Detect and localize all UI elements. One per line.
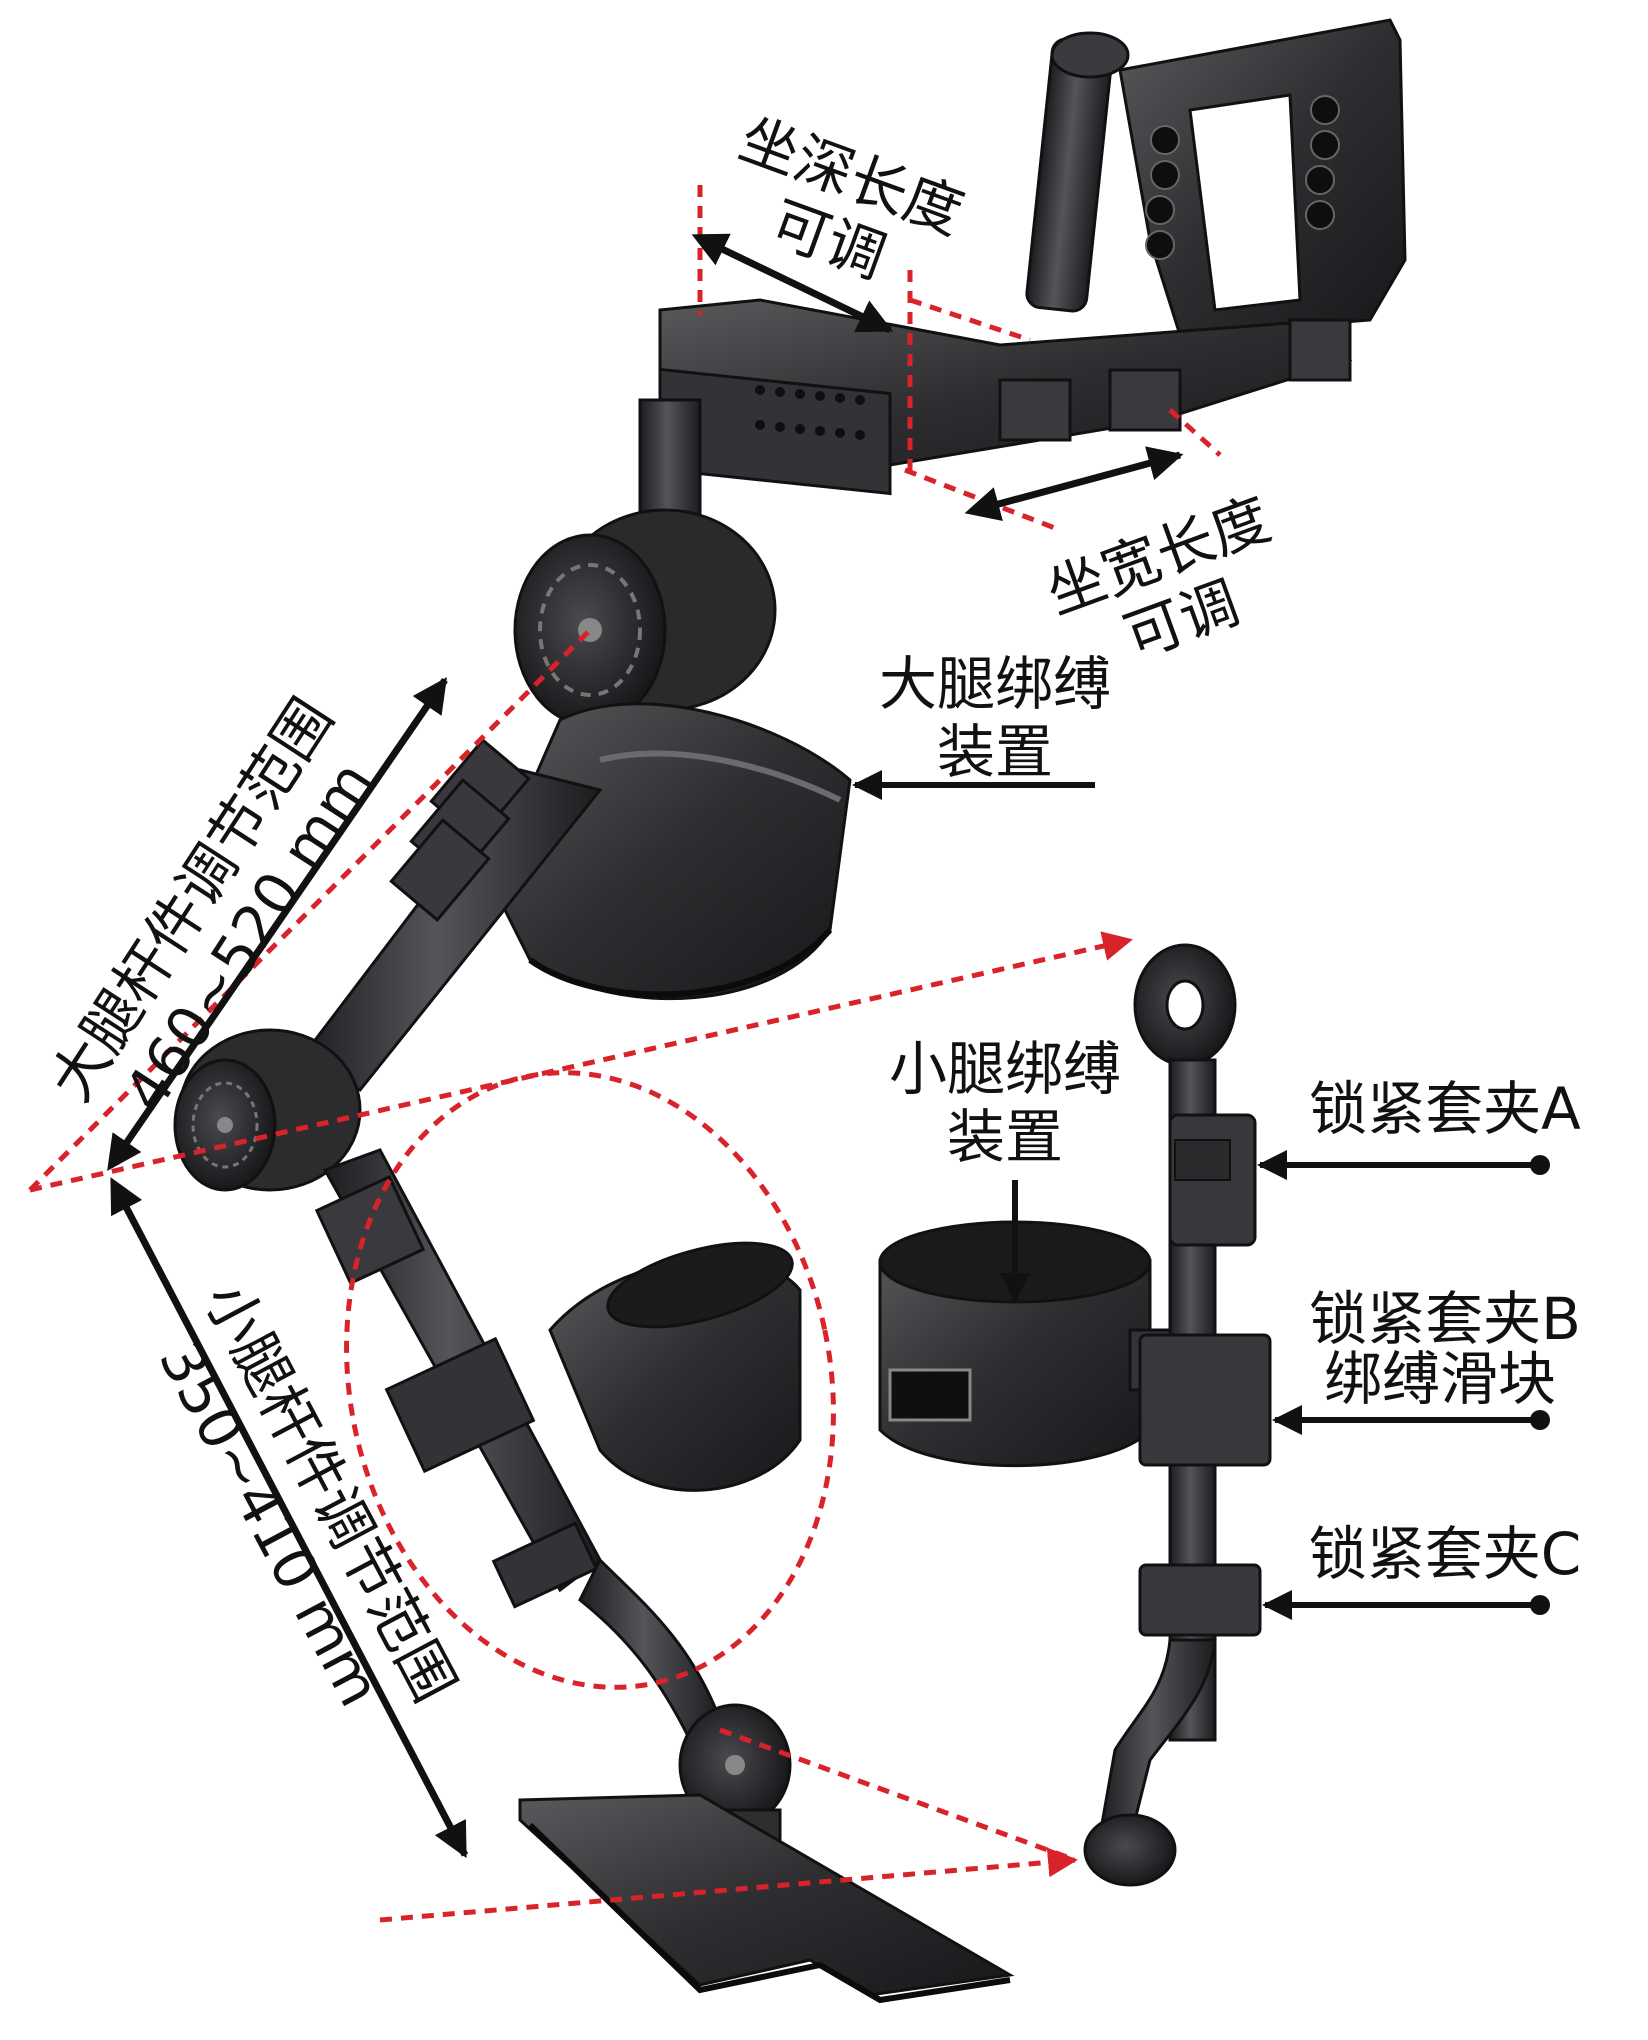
lock-b-label: 锁紧套夹B	[1309, 1285, 1581, 1353]
seat-frame	[638, 18, 1407, 542]
lock-a-label: 锁紧套夹A	[1309, 1075, 1581, 1143]
calf-strap-line1: 小腿绑缚	[888, 1035, 1121, 1103]
exploded-calf-rod	[1083, 943, 1272, 1887]
thigh-strap-line1: 大腿绑缚	[878, 650, 1111, 718]
callout-dots	[1530, 1155, 1550, 1615]
thigh-strap-device	[488, 702, 852, 1000]
calf-strap-line2: 装置	[946, 1103, 1063, 1171]
foot-plate	[518, 1793, 1015, 2004]
callout-arrows	[852, 770, 1540, 1620]
calf-strap-label: 小腿绑缚 装置	[870, 1035, 1140, 1171]
hip-joint	[513, 508, 777, 727]
thigh-strap-line2: 装置	[936, 718, 1053, 786]
dimension-arrows	[107, 233, 1184, 1859]
thigh-strap-label: 大腿绑缚 装置	[860, 650, 1130, 786]
strap-slider-label: 绑缚滑块	[1323, 1345, 1556, 1413]
lock-c-label: 锁紧套夹C	[1308, 1520, 1582, 1588]
